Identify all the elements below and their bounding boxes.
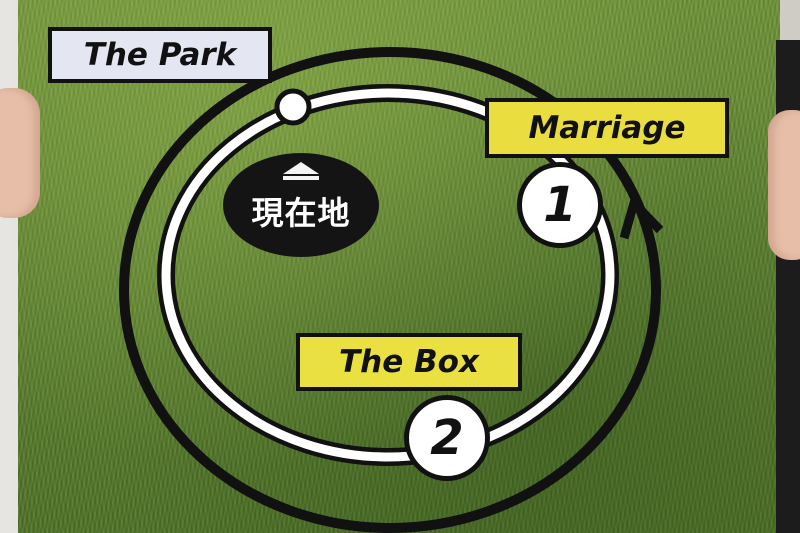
stop-2-number: 2: [430, 410, 464, 466]
current-location-marker: 現在地: [224, 152, 378, 256]
label-the-box: The Box: [296, 333, 522, 391]
right-hand: [768, 110, 800, 260]
start-point: [274, 88, 312, 126]
label-the-park: The Park: [48, 27, 272, 83]
up-arrow-icon: [283, 162, 319, 174]
arrow-head: [619, 194, 664, 240]
current-location-oval: [223, 153, 379, 257]
up-arrow-base: [283, 176, 319, 180]
label-marriage: Marriage: [485, 98, 729, 158]
stop-1-number: 1: [543, 177, 577, 233]
the-box-text: The Box: [339, 344, 479, 380]
outer-loop: [119, 47, 661, 533]
left-hand: [0, 88, 40, 218]
current-location-text: 現在地: [251, 194, 351, 232]
the-park-text: The Park: [83, 37, 237, 73]
stop-1-circle: 1: [517, 162, 603, 248]
inner-path: [161, 88, 615, 462]
stop-2-circle: 2: [404, 395, 490, 481]
marriage-text: Marriage: [528, 110, 686, 146]
